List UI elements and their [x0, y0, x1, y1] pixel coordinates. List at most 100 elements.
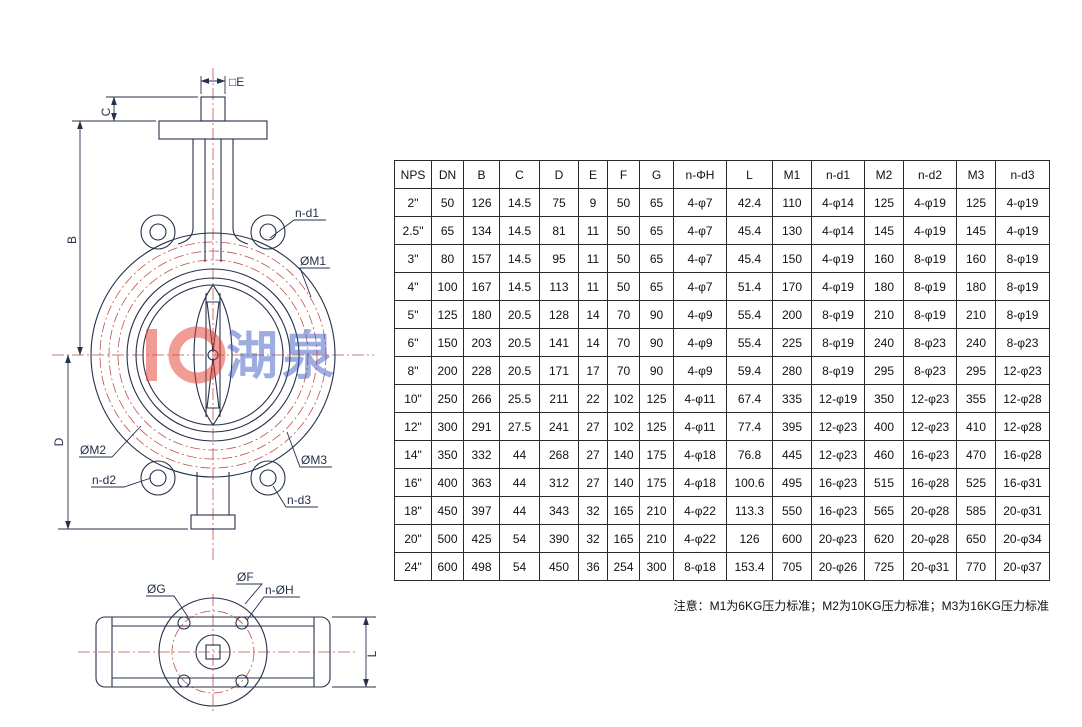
column-header: n-d3 — [995, 160, 1050, 189]
table-cell: 266 — [463, 384, 500, 413]
table-cell: 32 — [578, 524, 608, 553]
table-cell: 16-φ31 — [995, 468, 1050, 497]
table-cell: 50 — [607, 188, 640, 217]
table-cell: 550 — [772, 496, 812, 525]
centerlines — [52, 68, 374, 714]
table-cell: 130 — [772, 216, 812, 245]
table-cell: 20-φ23 — [811, 524, 865, 553]
table-cell: 4-φ11 — [673, 384, 727, 413]
table-cell: 4-φ7 — [673, 244, 727, 273]
table-cell: 225 — [772, 328, 812, 357]
table-cell: 140 — [607, 440, 640, 469]
table-cell: 90 — [639, 300, 674, 329]
column-header: DN — [431, 160, 464, 189]
table-cell: 211 — [539, 384, 579, 413]
dimension-lines — [58, 76, 376, 688]
table-cell: 268 — [539, 440, 579, 469]
table-cell: 390 — [539, 524, 579, 553]
table-cell: 4-φ14 — [811, 188, 865, 217]
table-cell: 8-φ19 — [811, 300, 865, 329]
table-cell: 65 — [639, 244, 674, 273]
table-cell: 4-φ9 — [673, 328, 727, 357]
table-cell: 42.4 — [726, 188, 773, 217]
table-cell: 125 — [431, 300, 464, 329]
table-cell: 16-φ23 — [811, 468, 865, 497]
table-cell: 4-φ14 — [811, 216, 865, 245]
table-cell: 4-φ18 — [673, 468, 727, 497]
table-cell: 20.5 — [499, 328, 540, 357]
table-cell: 55.4 — [726, 328, 773, 357]
table-cell: 22 — [578, 384, 608, 413]
column-header: n-ΦH — [673, 160, 727, 189]
table-cell: 8-φ19 — [995, 272, 1050, 301]
table-cell: 4-φ22 — [673, 496, 727, 525]
table-cell: 65 — [639, 272, 674, 301]
table-cell: 363 — [463, 468, 500, 497]
table-cell: 250 — [431, 384, 464, 413]
table-cell: 14" — [394, 440, 432, 469]
table-cell: 343 — [539, 496, 579, 525]
table-cell: 4-φ19 — [811, 272, 865, 301]
table-cell: 102 — [607, 412, 640, 441]
table-cell: 160 — [864, 244, 904, 273]
table-cell: 12-φ28 — [995, 412, 1050, 441]
table-cell: 498 — [463, 552, 500, 581]
table-cell: 8-φ19 — [903, 244, 957, 273]
table-cell: 12" — [394, 412, 432, 441]
table-cell: 50 — [431, 188, 464, 217]
table-cell: 32 — [578, 496, 608, 525]
table-cell: 65 — [639, 216, 674, 245]
table-cell: 450 — [431, 496, 464, 525]
table-cell: 14.5 — [499, 216, 540, 245]
dim-label-d: D — [52, 437, 66, 446]
table-cell: 200 — [431, 356, 464, 385]
table-cell: 210 — [956, 300, 996, 329]
table-cell: 425 — [463, 524, 500, 553]
bolt-circle-centerlines — [99, 241, 327, 694]
table-cell: 4-φ11 — [673, 412, 727, 441]
table-cell: 254 — [607, 552, 640, 581]
column-header: n-d1 — [811, 160, 865, 189]
table-cell: 16-φ23 — [903, 440, 957, 469]
table-cell: 210 — [864, 300, 904, 329]
table-cell: 45.4 — [726, 244, 773, 273]
table-cell: 6" — [394, 328, 432, 357]
table-cell: 145 — [956, 216, 996, 245]
table-cell: 470 — [956, 440, 996, 469]
column-header: NPS — [394, 160, 432, 189]
table-cell: 67.4 — [726, 384, 773, 413]
dim-label-square-e: □E — [229, 75, 244, 89]
callout-n-h: n-ØH — [265, 583, 294, 597]
table-cell: 157 — [463, 244, 500, 273]
table-cell: 70 — [607, 300, 640, 329]
table-cell: 400 — [864, 412, 904, 441]
table-cell: 295 — [864, 356, 904, 385]
table-cell: 145 — [864, 216, 904, 245]
table-cell: 350 — [864, 384, 904, 413]
table-cell: 4-φ19 — [811, 244, 865, 273]
column-header: M1 — [772, 160, 812, 189]
table-cell: 2" — [394, 188, 432, 217]
table-cell: 600 — [431, 552, 464, 581]
table-cell: 8" — [394, 356, 432, 385]
table-cell: 16-φ28 — [903, 468, 957, 497]
table-cell: 125 — [956, 188, 996, 217]
table-cell: 17 — [578, 356, 608, 385]
table-cell: 20.5 — [499, 300, 540, 329]
table-cell: 8-φ19 — [995, 300, 1050, 329]
table-cell: 170 — [772, 272, 812, 301]
table-cell: 8-φ19 — [811, 356, 865, 385]
callout-g: ØG — [147, 582, 166, 596]
table-cell: 90 — [639, 328, 674, 357]
table-cell: 18" — [394, 496, 432, 525]
table-cell: 4-φ18 — [673, 440, 727, 469]
table-cell: 44 — [499, 468, 540, 497]
table-cell: 12-φ28 — [995, 384, 1050, 413]
table-cell: 228 — [463, 356, 500, 385]
